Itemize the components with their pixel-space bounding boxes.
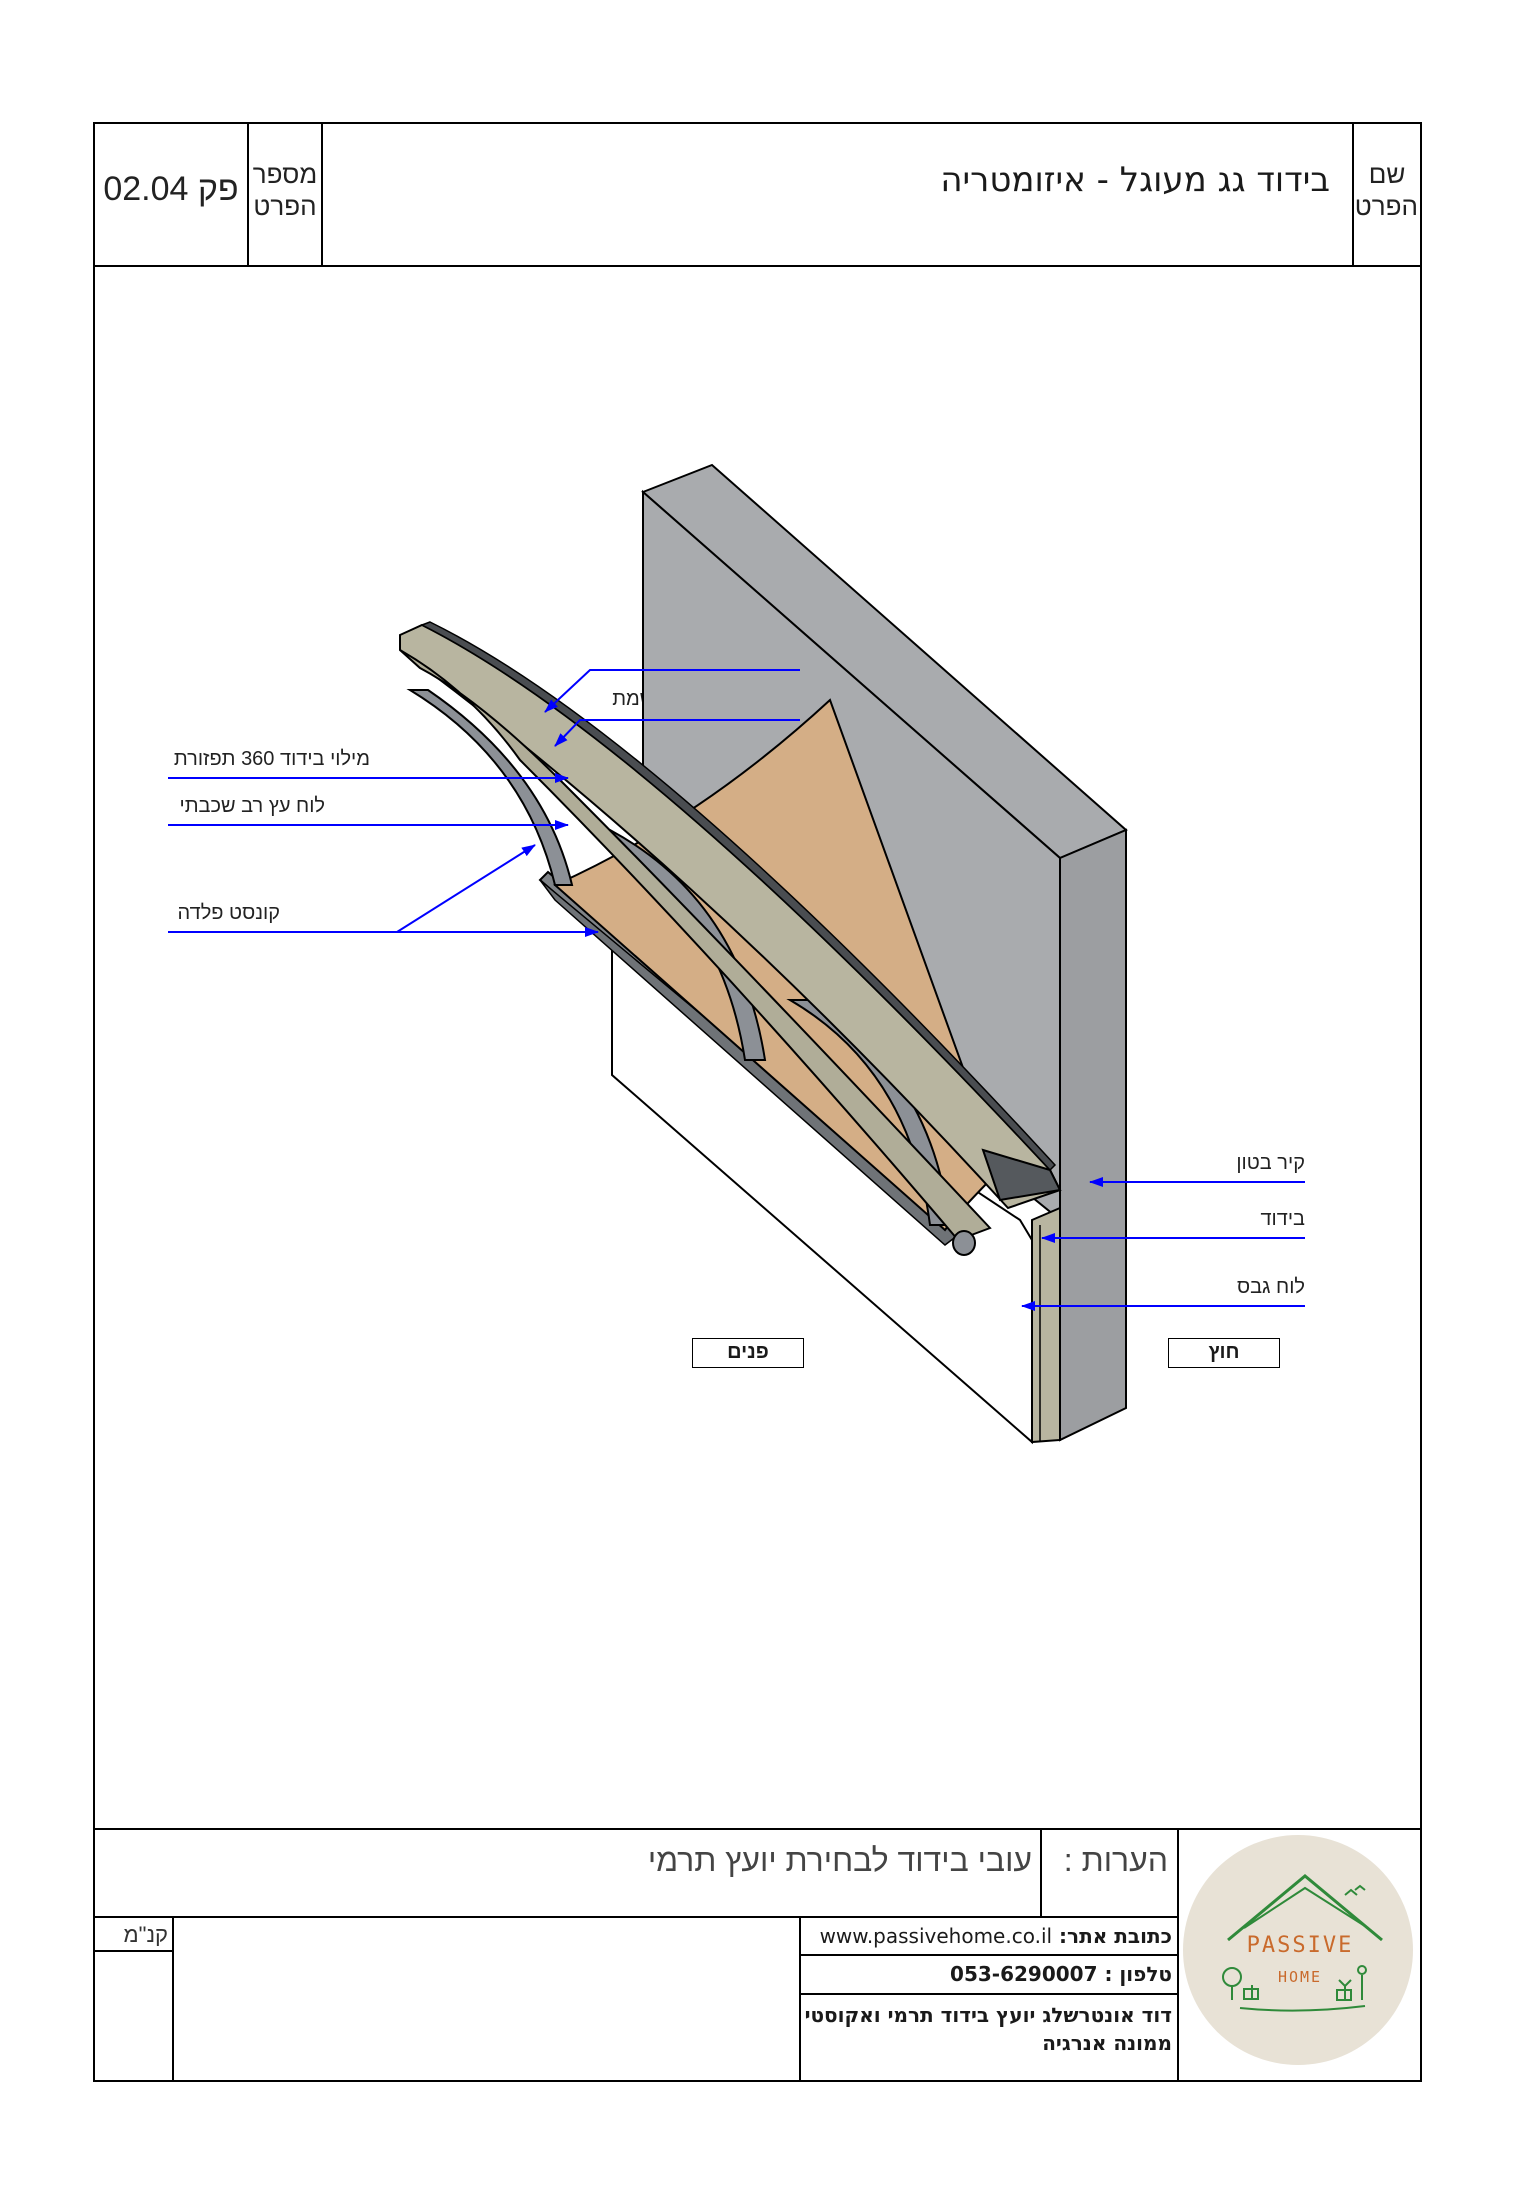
website-row: כתובת אתר: www.passivehome.co.il xyxy=(806,1924,1172,1948)
footer-info-line2 xyxy=(800,1993,1177,1995)
callout-line-steel-a xyxy=(168,844,536,933)
header-divider-number xyxy=(321,122,323,267)
callout-insulation-fill: מילוי בידוד 360 תפזורת xyxy=(173,748,370,770)
insulation-strip xyxy=(1031,1206,1061,1444)
roof-end-cap xyxy=(952,1230,976,1256)
outside-tag: חוץ xyxy=(1168,1338,1280,1368)
rib-1 xyxy=(406,689,574,886)
author-line-1: דוד אונטרשלג יועץ בידוד תרמי ואקוסטי xyxy=(804,2003,1172,2027)
footer-top-line xyxy=(93,1828,1422,1830)
concrete-wall-side xyxy=(1059,828,1127,1442)
scale-label: קנ"מ xyxy=(123,1922,168,1947)
inside-tag: פנים xyxy=(692,1338,804,1368)
logo-word-passive: PASSIVE xyxy=(1247,1933,1354,1958)
drawing-frame xyxy=(93,122,1422,2082)
phone-label: טלפון : xyxy=(1104,1962,1172,1986)
callout-line-membrane xyxy=(554,719,800,747)
footer-info-line1 xyxy=(800,1954,1177,1956)
notes-label: הערות : xyxy=(1063,1842,1168,1878)
callout-lines xyxy=(168,669,1305,1311)
detail-name-label: שם הפרט xyxy=(1354,159,1418,221)
website-label: כתובת אתר: xyxy=(1059,1924,1172,1948)
detail-number-label: מספר הפרט xyxy=(252,159,318,221)
logo-word-home: HOME xyxy=(1278,1968,1322,1986)
website-value[interactable]: www.passivehome.co.il xyxy=(819,1924,1053,1948)
aluminium-roof-strip xyxy=(420,621,1057,1172)
header-divider-right xyxy=(1352,122,1354,267)
callout-line-aluminium xyxy=(544,669,800,713)
phone-row: טלפון : 053-6290007 xyxy=(806,1962,1172,1986)
passive-home-logo: PASSIVE HOME xyxy=(1183,1835,1413,2065)
roof-shell-underside xyxy=(399,649,992,1242)
footer-info-divider xyxy=(799,1916,801,2082)
footer-scale-line xyxy=(93,1950,173,1952)
detail-title: בידוד גג מעוגל - איזומטריה xyxy=(940,160,1330,200)
callout-concrete-wall: קיר בטון xyxy=(1236,1152,1305,1174)
header-bottom-line xyxy=(93,265,1422,267)
footer-notes-divider xyxy=(1040,1828,1042,1918)
footer-scale-divider xyxy=(172,1916,174,2082)
detail-code: פק 02.04 xyxy=(103,170,239,208)
footer-logo-divider xyxy=(1177,1828,1179,2082)
callout-steel-profile: קונסט פלדה xyxy=(177,902,280,924)
callout-gypsum-board: לוח גבס xyxy=(1236,1276,1305,1298)
author-line-2: ממונה אנרגיה xyxy=(1042,2031,1172,2055)
notes-text: עובי בידוד לבחירת יועץ תרמי xyxy=(647,1842,1032,1878)
callout-insulation: בידוד xyxy=(1260,1208,1305,1230)
roof-gutter xyxy=(981,1148,1062,1202)
callout-multilayer-board: לוח עץ רב שכבתי xyxy=(179,795,325,817)
phone-value: 053-6290007 xyxy=(950,1962,1098,1986)
footer-mid-line xyxy=(93,1916,1177,1918)
header-divider-code xyxy=(247,122,249,267)
